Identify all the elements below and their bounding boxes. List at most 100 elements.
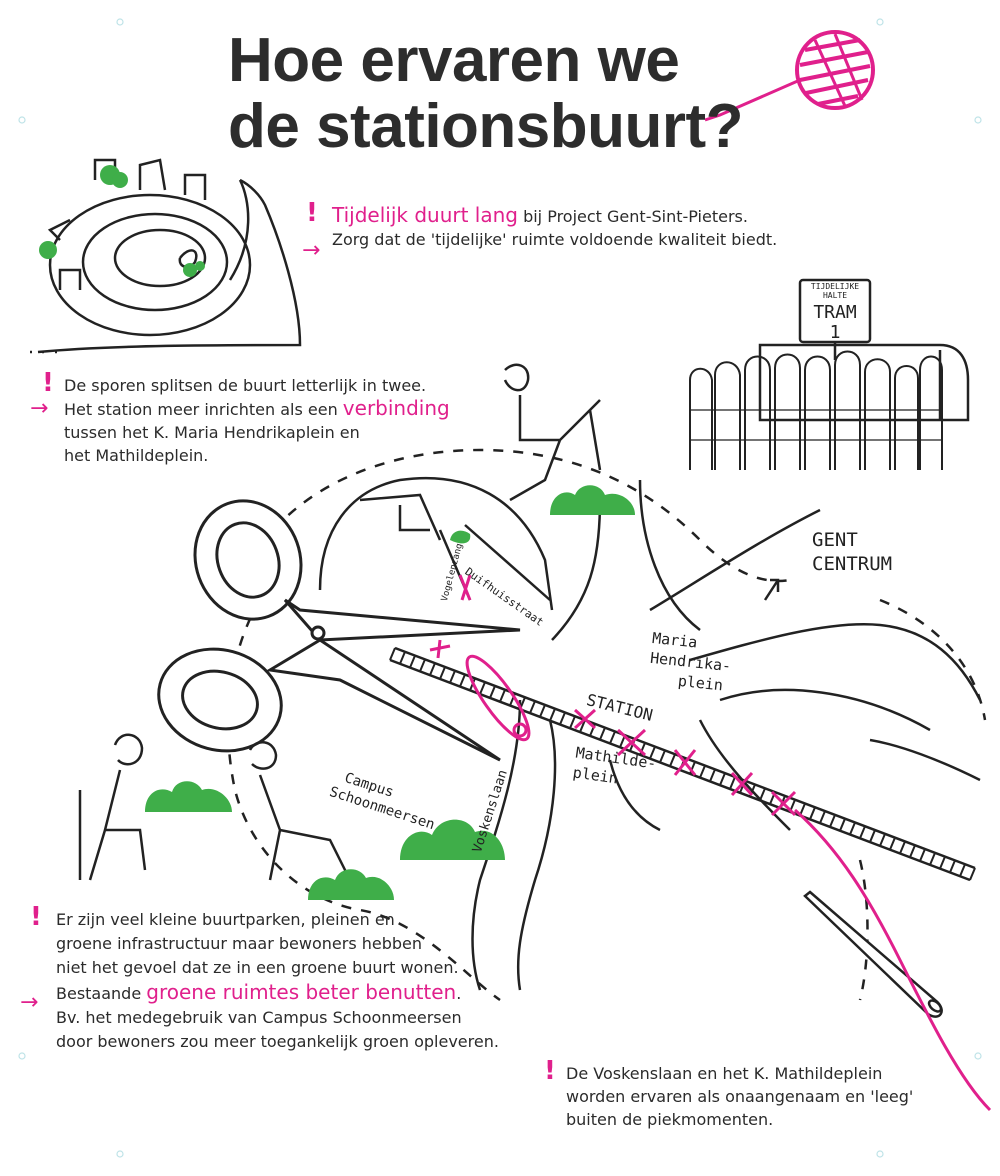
track-sleeper — [539, 704, 546, 718]
track-sleeper — [549, 708, 556, 722]
track-sleeper — [569, 715, 576, 729]
track-sleeper — [659, 750, 666, 763]
label-gent-centrum: GENT CENTRUM — [812, 528, 892, 576]
track-sleeper — [719, 772, 726, 786]
track-sleeper — [559, 712, 566, 725]
track-sleeper — [429, 662, 436, 676]
title-line-1: Hoe ervaren we — [228, 26, 680, 95]
track-sleeper — [489, 685, 496, 699]
track-sleeper — [919, 848, 926, 862]
page-title: Hoe ervaren we de stationsbuurt? — [228, 28, 788, 160]
track-sleeper — [949, 860, 956, 873]
exclamation-icon: ! — [30, 902, 42, 932]
title-line-2: de stationsbuurt? — [228, 92, 744, 161]
tram-sign-tram: TRAM — [813, 302, 857, 323]
note-tracks-line4: het Mathildeplein. — [64, 446, 209, 465]
track-sleeper — [889, 837, 896, 851]
thread — [794, 808, 992, 1112]
scissors-icon — [157, 499, 521, 762]
tram-sign-number: 1 — [829, 322, 841, 343]
tram-icon — [689, 278, 970, 470]
note-temporary: Tijdelijk duurt lang bij Project Gent-Si… — [332, 204, 777, 251]
green-bushes — [145, 485, 635, 900]
track-sleeper — [809, 806, 816, 820]
arrow-icon: → — [20, 990, 39, 1015]
note-green-line3: niet het gevoel dat ze in een groene buu… — [56, 958, 459, 977]
arrow-icon: → — [30, 396, 49, 421]
note-green-line6: door bewoners zou meer toegankelijk groe… — [56, 1032, 499, 1051]
track-sleeper — [389, 647, 396, 661]
track-sleeper — [579, 719, 586, 733]
label-maria-hendrikaplein: Maria Hendrika- plein — [647, 628, 734, 696]
track-sleeper — [649, 746, 656, 760]
track-sleeper — [959, 863, 966, 877]
note-temporary-highlight: Tijdelijk duurt lang — [332, 203, 518, 227]
track-sleeper — [499, 689, 506, 703]
note-voskenslaan-line1: De Voskenslaan en het K. Mathildeplein — [566, 1064, 883, 1083]
tram-sign-small: TIJDELIJKE HALTE — [806, 282, 864, 300]
note-voskenslaan: De Voskenslaan en het K. Mathildeplein w… — [566, 1062, 913, 1131]
note-tracks-line2-pre: Het station meer inrichten als een — [64, 400, 343, 419]
note-green-line4-post: . — [456, 984, 462, 1003]
note-green-line2: groene infrastructuur maar bewoners hebb… — [56, 934, 423, 953]
exclamation-icon: ! — [42, 368, 54, 398]
track-sleeper — [409, 655, 416, 668]
track-sleeper — [969, 867, 976, 881]
track-sleeper — [399, 651, 406, 665]
track-sleeper — [819, 810, 826, 824]
track-sleeper — [449, 670, 456, 684]
snail-icon — [30, 158, 302, 354]
corner-dots — [18, 18, 982, 1158]
note-voskenslaan-line2: worden ervaren als onaangenaam en 'leeg' — [566, 1087, 914, 1106]
track-sleeper — [899, 841, 906, 854]
note-green-highlight: groene ruimtes beter benutten — [146, 980, 457, 1004]
note-temporary-rest: bij Project Gent-Sint-Pieters. — [517, 207, 748, 226]
track-sleeper — [879, 833, 886, 847]
note-tracks-line1: De sporen splitsen de buurt letterlijk i… — [64, 376, 427, 395]
note-tracks-line3: tussen het K. Maria Hendrikaplein en — [64, 423, 360, 442]
track-sleeper — [609, 731, 616, 744]
track-sleeper — [419, 658, 426, 672]
track-sleeper — [759, 787, 766, 801]
tram-sign-line2: HALTE — [822, 291, 848, 300]
track-sleeper — [849, 822, 856, 835]
track-sleeper — [929, 852, 936, 866]
track-sleeper — [459, 674, 466, 687]
track-sleeper — [669, 753, 676, 767]
track-sleeper — [599, 727, 606, 741]
note-green: Er zijn veel kleine buurtparken, pleinen… — [56, 908, 499, 1054]
tram-sign-main: TRAM 1 — [806, 303, 864, 343]
track-sleeper — [839, 818, 846, 832]
safety-pin-icon — [465, 654, 531, 742]
exclamation-icon: ! — [306, 198, 318, 228]
track-sleeper — [939, 856, 946, 870]
stitch-marks — [429, 574, 797, 817]
track-sleeper — [699, 765, 706, 778]
street-map — [318, 476, 982, 991]
track-sleeper — [859, 825, 866, 839]
exclamation-icon: ! — [544, 1056, 556, 1086]
note-temporary-line2: Zorg dat de 'tijdelijke' ruimte voldoend… — [332, 230, 778, 249]
label-centrum: CENTRUM — [812, 553, 893, 575]
track-sleeper — [909, 844, 916, 858]
track-sleeper — [729, 776, 736, 790]
track-sleeper — [479, 681, 486, 695]
track-sleeper — [829, 814, 836, 828]
arrow-icon: → — [302, 238, 321, 263]
note-voskenslaan-line3: buiten de piekmomenten. — [566, 1110, 774, 1129]
note-green-line5: Bv. het medegebruik van Campus Schoonmee… — [56, 1008, 462, 1027]
note-tracks: De sporen splitsen de buurt letterlijk i… — [64, 374, 450, 467]
note-green-line4-pre: Bestaande — [56, 984, 147, 1003]
tram-sign-line1: TIJDELIJKE — [810, 282, 860, 291]
north-arrow-icon — [763, 578, 780, 601]
label-gent: GENT — [812, 529, 858, 551]
snail-trees — [39, 165, 205, 277]
note-green-line1: Er zijn veel kleine buurtparken, pleinen… — [56, 910, 395, 929]
note-tracks-highlight: verbinding — [342, 396, 450, 420]
people-figures — [78, 363, 602, 881]
track-sleeper — [709, 768, 716, 782]
track-sleeper — [869, 829, 876, 843]
track-sleeper — [439, 666, 446, 680]
track-sleeper — [529, 700, 536, 714]
